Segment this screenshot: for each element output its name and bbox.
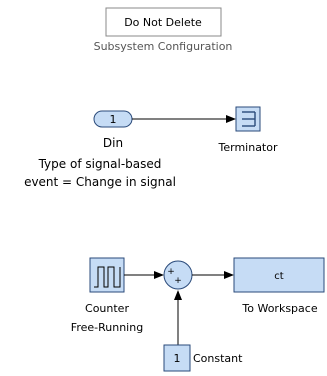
subsystem-configuration-caption: Subsystem Configuration — [94, 40, 233, 53]
counter-staircase-icon — [94, 266, 121, 288]
sum-block[interactable]: + + — [163, 260, 193, 290]
inport-description-line2: event = Change in signal — [24, 175, 176, 189]
counter-free-running-block[interactable] — [89, 257, 125, 293]
inport-port-number: 1 — [110, 113, 117, 126]
to-workspace-variable: ct — [274, 271, 283, 282]
sum-sign-bottom: + — [174, 276, 182, 286]
signal-line-din-to-terminator[interactable] — [132, 115, 236, 123]
to-workspace-block[interactable]: ct — [233, 257, 325, 293]
inport-name-label: Din — [103, 136, 123, 150]
counter-label-line1: Counter — [85, 302, 129, 315]
terminator-block[interactable] — [235, 106, 261, 132]
signal-line-counter-to-sum[interactable] — [124, 271, 164, 279]
signal-line-constant-to-sum[interactable] — [174, 290, 182, 345]
terminator-label: Terminator — [218, 141, 278, 154]
inport-description-line1: Type of signal-based — [38, 157, 162, 171]
to-workspace-label: To Workspace — [241, 302, 317, 315]
signal-line-sum-to-workspace[interactable] — [192, 271, 234, 279]
inport-din-block[interactable]: 1 — [93, 110, 133, 128]
counter-label-line2: Free-Running — [71, 321, 143, 334]
constant-block[interactable]: 1 — [163, 344, 191, 372]
sum-sign-top: + — [167, 267, 175, 277]
terminator-icon — [242, 111, 256, 127]
do-not-delete-label: Do Not Delete — [124, 16, 202, 29]
constant-value: 1 — [174, 352, 181, 365]
constant-label: Constant — [193, 352, 243, 365]
subsystem-configuration-block[interactable]: Do Not Delete — [105, 7, 222, 37]
